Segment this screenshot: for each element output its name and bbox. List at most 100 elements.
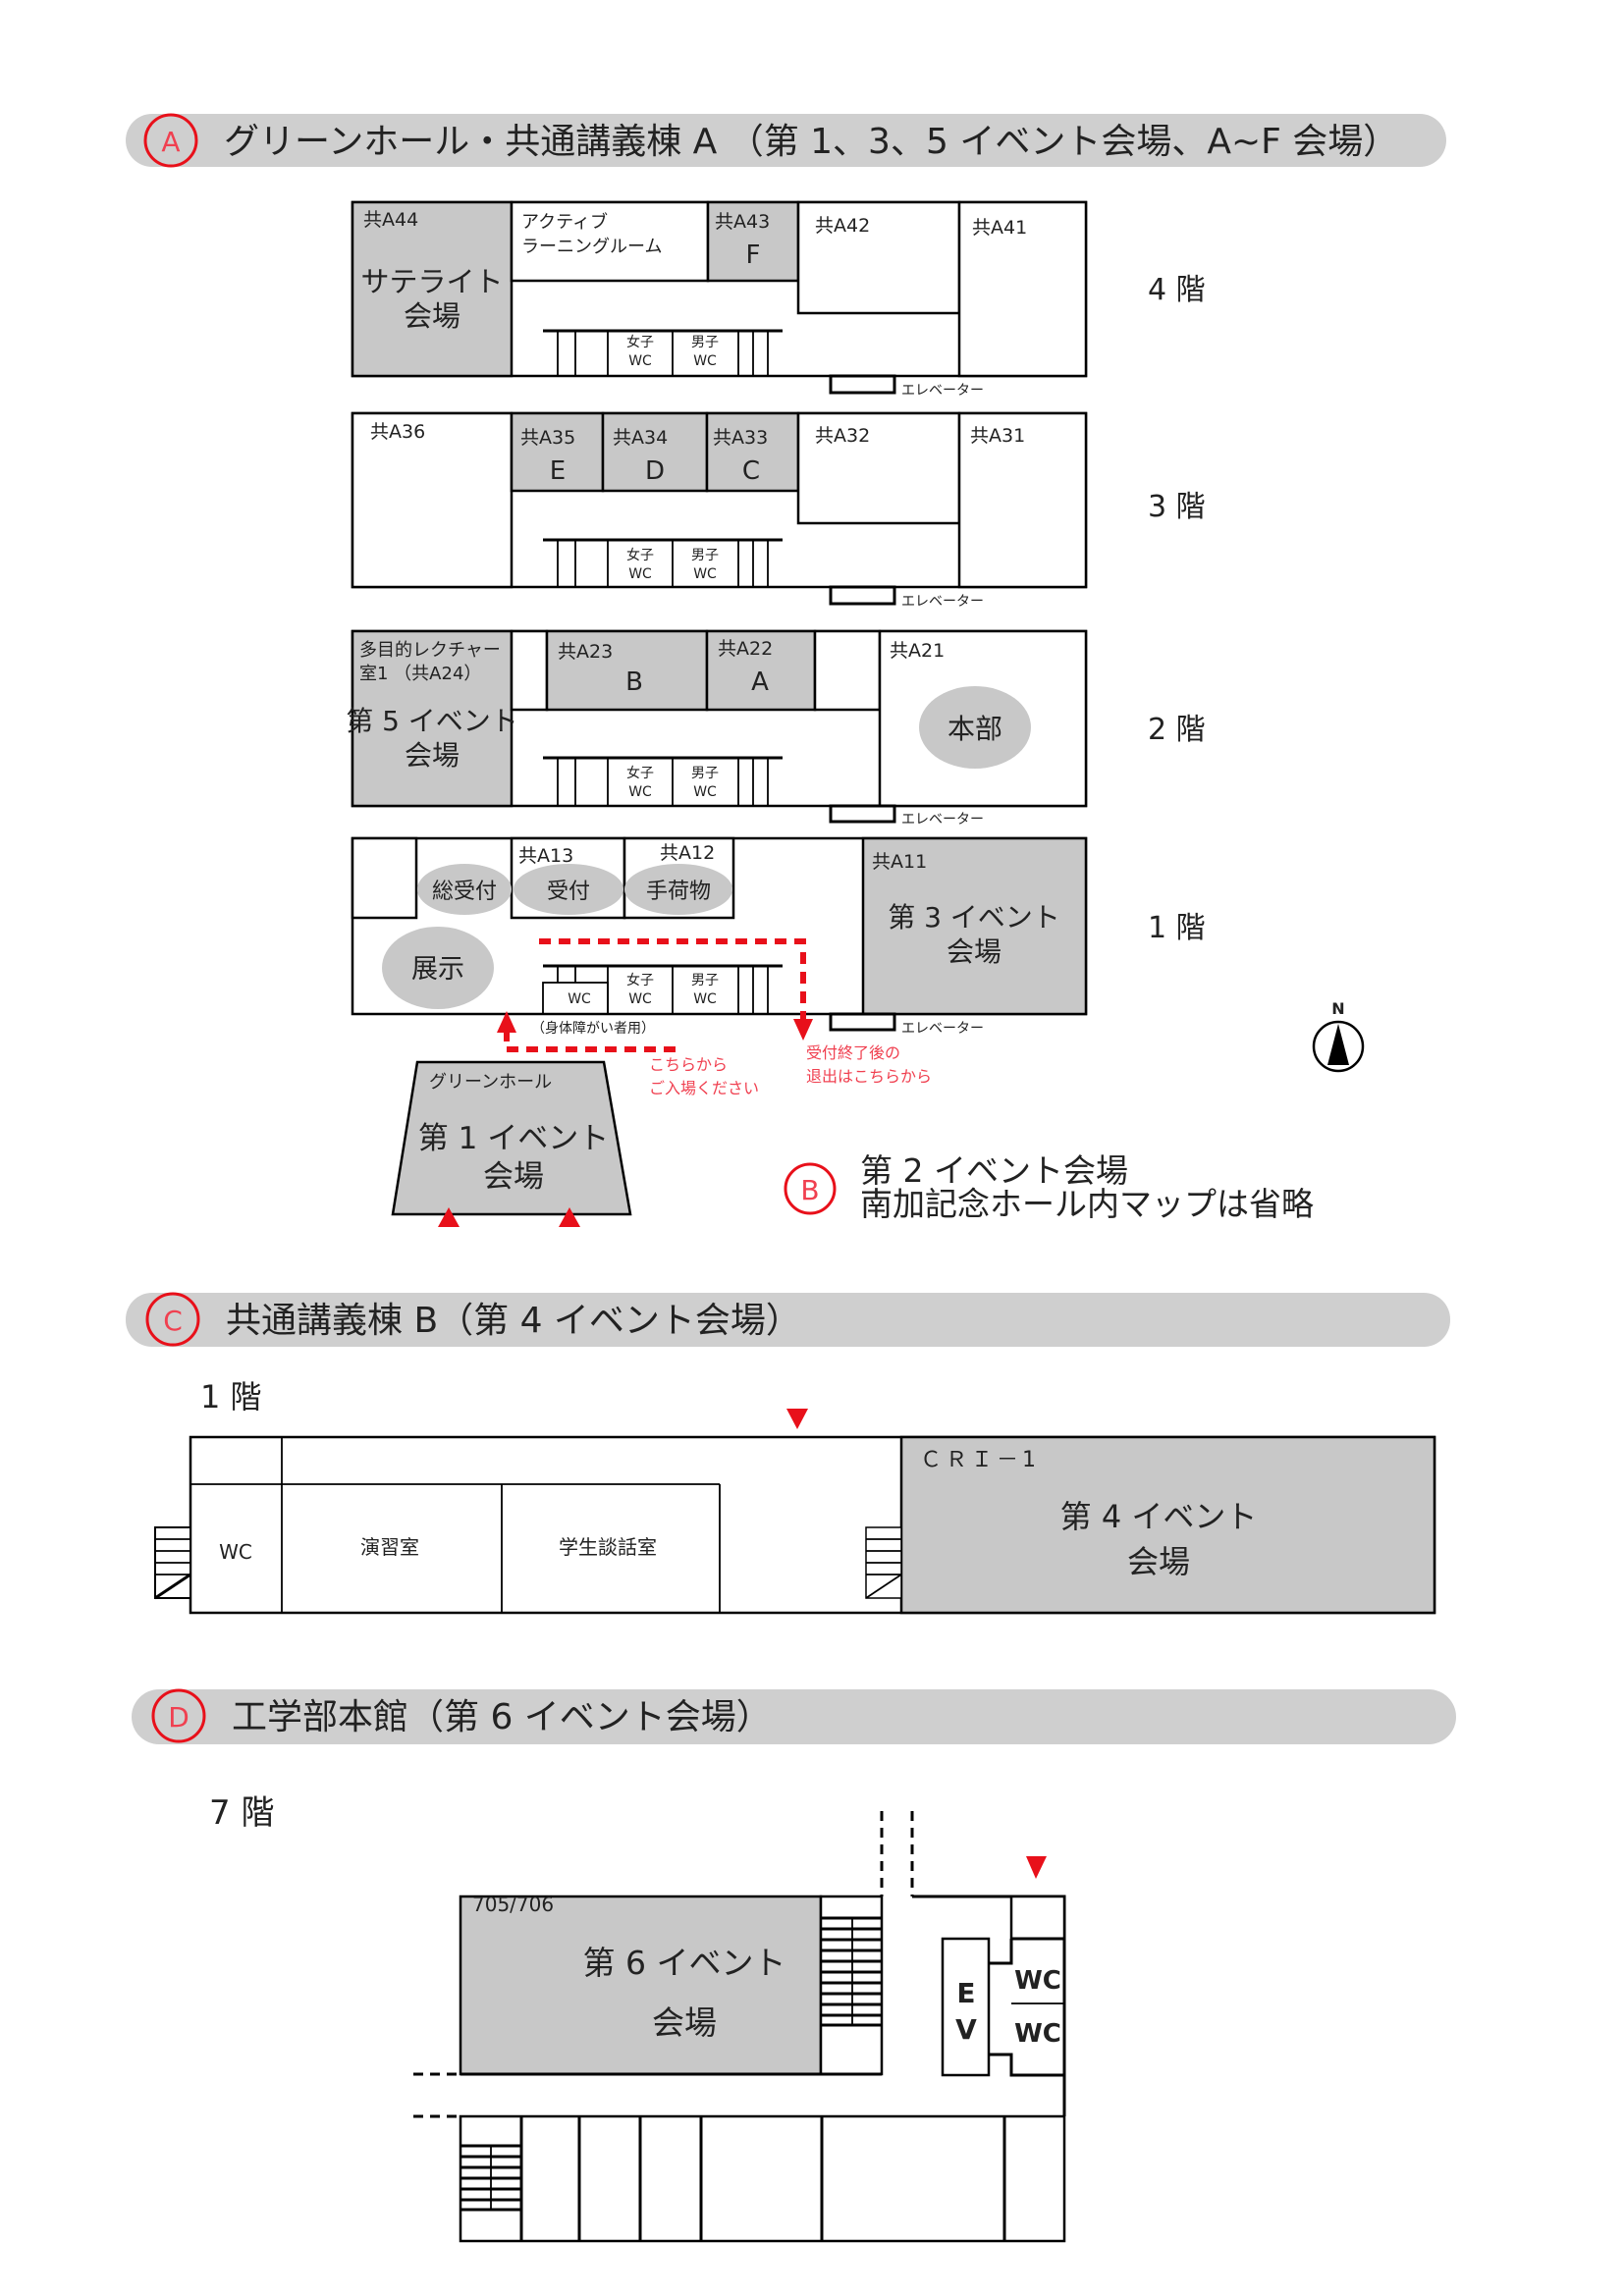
room-code: A xyxy=(751,667,769,697)
green-hall: グリーンホール 第 1 イベント 会場 xyxy=(391,1060,632,1227)
section-badge: D xyxy=(168,1701,189,1734)
elevator xyxy=(829,585,896,606)
entry-note: ご入場ください xyxy=(649,1079,759,1097)
room-label: アクティブ xyxy=(521,211,608,233)
header-bar xyxy=(132,1689,1456,1744)
section-d-floor: 7 階 E V WC WC 705/706 第 6 イベント 会場 xyxy=(209,1793,1066,2243)
exhibit-label: 展示 xyxy=(411,954,464,985)
green-hall-building xyxy=(391,1060,632,1216)
room-label: 共A44 xyxy=(363,209,418,231)
room-label: 共A32 xyxy=(815,425,870,447)
north-indicator: N xyxy=(1312,999,1365,1073)
elevator xyxy=(829,374,896,395)
stairwell xyxy=(819,1895,884,2076)
elevator-label: V xyxy=(955,2013,977,2046)
room-label: 共A11 xyxy=(872,851,927,873)
room-code: F xyxy=(746,240,761,270)
elevator-label: エレベーター xyxy=(901,1021,984,1037)
venue-label: 会場 xyxy=(483,1159,544,1195)
section-title: グリーンホール・共通講義棟 A （第 1、3、5 イベント会場、A~F 会場） xyxy=(224,122,1398,162)
room-a33 xyxy=(705,411,800,493)
restroom-block xyxy=(543,329,783,376)
floor-label: 2 階 xyxy=(1148,713,1206,747)
wc-men-label: 男子 xyxy=(691,766,719,781)
elevator xyxy=(829,1012,896,1032)
badge-circle-icon xyxy=(145,1292,200,1347)
room-label: 共A36 xyxy=(370,421,425,443)
floor-3: エレベーター 共A36 共A35 E 共A34 D 共A33 C 共A32 共A… xyxy=(351,411,1206,610)
room-code: C xyxy=(742,456,760,486)
exit-route xyxy=(539,938,806,1021)
hq-label: 本部 xyxy=(947,713,1002,745)
room-label: 共A35 xyxy=(520,427,575,449)
wc-women-label: 女子 xyxy=(626,547,654,563)
section-c-floor: 1 階 WC 演習室 学生談話室 ＣＲＩ－1 第 4 イベント 会場 xyxy=(154,1378,1436,1615)
venue-label: 第 3 イベント xyxy=(888,901,1060,934)
wc-label: WC xyxy=(628,353,652,369)
room-label: 共A43 xyxy=(715,211,770,233)
entrance-arrow-icon xyxy=(786,1409,808,1429)
venue-label: 会場 xyxy=(652,2003,717,2042)
entrance-arrow-icon xyxy=(438,1207,460,1227)
room-small xyxy=(1009,1895,1066,1941)
room-label: ラーニングルーム xyxy=(521,237,662,257)
stairs-icon xyxy=(154,1526,191,1600)
room-label: 共A22 xyxy=(718,638,773,660)
restroom-block xyxy=(543,538,783,587)
elevator-label: エレベーター xyxy=(901,594,984,610)
room-active-learning xyxy=(510,200,710,283)
venue-label: 会場 xyxy=(405,739,460,772)
room-label: 共A21 xyxy=(890,640,945,662)
green-hall-label: グリーンホール xyxy=(429,1072,552,1093)
badge-circle-icon xyxy=(143,113,198,168)
room-label: 共A23 xyxy=(558,641,613,663)
section-b-line2: 南加記念ホール内マップは省略 xyxy=(860,1185,1314,1223)
floor-4: エレベーター 共A44 サテライト 会場 アクティブ ラーニングルーム 共A43… xyxy=(351,200,1206,399)
stairs-icon xyxy=(865,1526,902,1599)
elevator-label: エレベーター xyxy=(901,383,984,399)
room-label: 共A13 xyxy=(518,845,573,867)
reception-spot xyxy=(514,864,623,915)
floor-2: エレベーター 多目的レクチャー 室1 （共A24） 第 5 イベント 会場 共A… xyxy=(346,629,1206,828)
room-a36 xyxy=(351,411,514,589)
section-badge: A xyxy=(161,126,180,158)
baggage-spot xyxy=(624,864,732,915)
room-a32 xyxy=(796,411,961,525)
room-label: 共A33 xyxy=(713,427,768,449)
section-title: 工学部本館（第 6 イベント会場） xyxy=(232,1697,772,1737)
general-reception-spot xyxy=(417,864,512,915)
wc-label: WC xyxy=(1014,1966,1061,1996)
room-small xyxy=(510,629,549,712)
accessible-wc-label: WC xyxy=(568,991,591,1007)
room-label: 共A42 xyxy=(815,215,870,237)
entry-arrow-icon xyxy=(497,1011,516,1033)
room-small xyxy=(351,836,418,920)
accessible-note: （身体障がい者用） xyxy=(531,1021,655,1037)
entrance-arrow-icon xyxy=(1026,1856,1047,1879)
wc-label: WC xyxy=(693,991,717,1007)
restroom-block xyxy=(542,964,783,1015)
room-label: ＣＲＩ－1 xyxy=(920,1448,1040,1472)
section-a-header: A グリーンホール・共通講義棟 A （第 1、3、5 イベント会場、A~F 会場… xyxy=(126,113,1446,168)
floor-label: 7 階 xyxy=(209,1793,274,1833)
reception-label: 受付 xyxy=(547,880,590,904)
entry-route xyxy=(504,1031,676,1052)
room-a24 xyxy=(351,629,514,808)
badge-circle-icon xyxy=(151,1688,206,1743)
room-a31 xyxy=(957,411,1088,589)
venue-label: 会場 xyxy=(404,299,460,333)
room-a44 xyxy=(351,200,514,378)
entry-note: こちらから xyxy=(649,1055,728,1074)
stairs-icon xyxy=(460,2144,520,2212)
wc-women-label: 女子 xyxy=(626,765,654,781)
section-title: 共通講義棟 B（第 4 イベント会場） xyxy=(226,1301,801,1341)
wc-label: WC xyxy=(628,784,652,800)
north-label: N xyxy=(1331,999,1344,1018)
wc-men-label: 男子 xyxy=(691,973,719,988)
section-c-header: C 共通講義棟 B（第 4 イベント会場） xyxy=(126,1292,1450,1347)
wc-label: WC xyxy=(628,566,652,582)
room-cri1 xyxy=(899,1435,1436,1615)
room-label: 室1 （共A24） xyxy=(359,664,481,684)
venue-label: サテライト xyxy=(360,265,503,298)
